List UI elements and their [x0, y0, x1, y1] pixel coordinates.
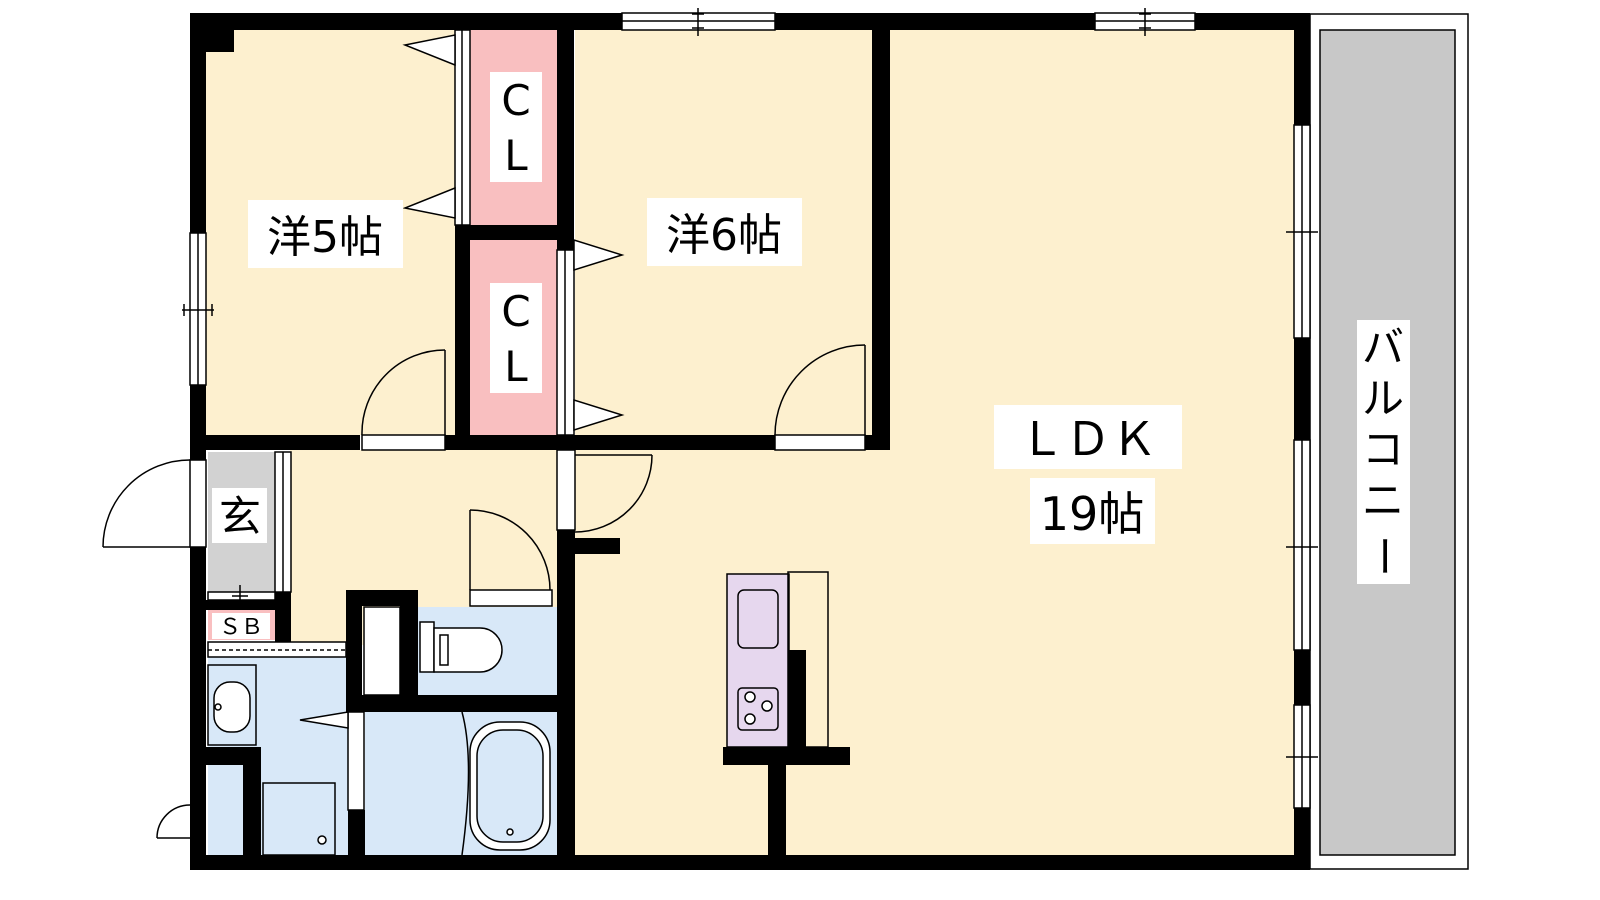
door-ldk — [556, 449, 653, 533]
door-entrance — [102, 459, 207, 548]
walls — [190, 13, 1310, 870]
toilet-fixture — [363, 606, 503, 696]
door-washroom — [347, 711, 365, 811]
windows — [182, 8, 1318, 809]
floor-fills — [205, 30, 1455, 858]
balcony-inner-outline — [1319, 29, 1456, 856]
door-washroom-outside — [156, 804, 191, 839]
entrance-label-bg — [212, 488, 267, 543]
washing-machine — [262, 782, 336, 856]
window-right-ldk-2 — [1286, 439, 1318, 651]
balcony-label-char: ル — [1362, 374, 1404, 423]
entrance-step — [207, 585, 347, 658]
shoe-box-label-bg — [212, 613, 270, 639]
door-western-5 — [361, 349, 446, 451]
ldk-size-label-bg — [1030, 478, 1155, 544]
door-toilet — [469, 509, 553, 607]
room-ldk-size-label: 19帖 — [1040, 487, 1145, 541]
room-ldk-name-label: ＬＤＫ — [1019, 412, 1157, 466]
balcony-label-bg — [1357, 320, 1410, 584]
bathtub — [461, 711, 551, 856]
balcony-label-char: ー — [1359, 535, 1408, 577]
kitchen-unit — [726, 571, 829, 748]
western-6-label-bg — [647, 198, 802, 266]
window-right-ldk-1 — [1286, 124, 1318, 339]
closet-1-l-label: L — [504, 131, 528, 180]
window-top-western-6 — [621, 8, 776, 36]
entrance-label: 玄 — [219, 492, 261, 541]
balcony-label-char: バ — [1362, 323, 1404, 372]
washbasin — [207, 664, 257, 746]
balcony-label-char: ニ — [1362, 476, 1404, 525]
shoe-box-label: ＳＢ — [219, 615, 263, 640]
closet-2-c-label: C — [501, 287, 530, 336]
closet-2-label-bg — [490, 283, 542, 393]
doors — [102, 344, 866, 839]
balcony-label-char: コ — [1362, 425, 1404, 474]
window-top-ldk — [1094, 8, 1196, 36]
room-western-6-label: 洋6帖 — [666, 210, 782, 261]
closet-sliding-doors — [274, 29, 625, 729]
window-left-western-5 — [182, 232, 214, 386]
labels: 洋5帖 洋6帖 C L C L ＬＤＫ 19帖 玄 ＳＢ バ ル コ ニ ー — [212, 72, 1410, 640]
closet-1-label-bg — [490, 72, 542, 182]
western-5-label-bg — [248, 200, 403, 268]
closet-2-l-label: L — [504, 342, 528, 391]
room-western-5-label: 洋5帖 — [267, 212, 383, 263]
door-western-6 — [774, 344, 866, 451]
closet-1-c-label: C — [501, 76, 530, 125]
ldk-label-bg — [994, 405, 1182, 469]
window-right-ldk-3 — [1286, 704, 1318, 809]
